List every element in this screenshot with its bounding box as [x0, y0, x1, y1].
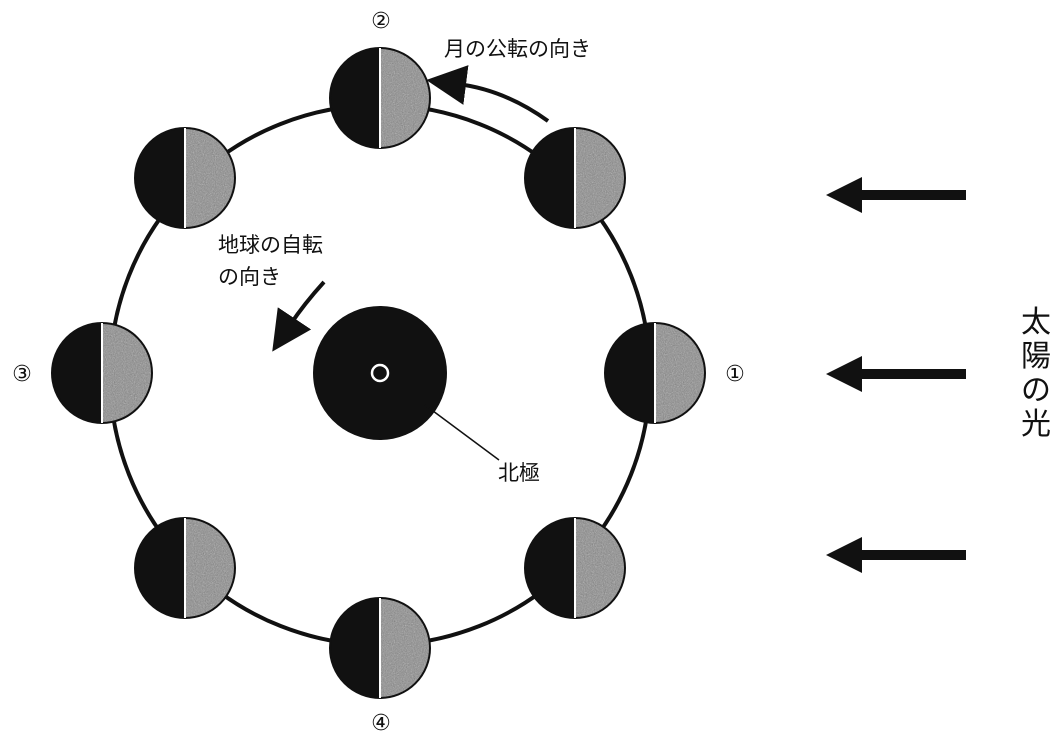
moon-east-south [524, 517, 626, 619]
rotation-direction-arrow [272, 280, 326, 352]
moon-lit-texture [185, 128, 235, 228]
sunlight-label-char-3: の [1021, 373, 1051, 408]
moon-lit-texture [575, 518, 625, 618]
moon-position-2 [329, 47, 431, 149]
moon-east-north [524, 127, 626, 229]
moon-lit-texture [102, 323, 152, 423]
position-1-label: ① [725, 362, 745, 387]
moon-lit-texture [655, 323, 705, 423]
north-pole-marker [370, 363, 390, 383]
position-3-label: ③ [12, 362, 32, 387]
sunlight-label-char-2: 陽 [1021, 339, 1051, 374]
moons-group [51, 47, 706, 699]
orbit-direction-arrow [426, 65, 550, 123]
orbit-direction-label: 月の公転の向き [444, 37, 591, 61]
moon-dark-half [330, 598, 380, 698]
moon-position-4 [329, 597, 431, 699]
position-2-label: ② [371, 9, 391, 34]
north-pole-label: 北極 [498, 461, 540, 485]
moon-position-3 [51, 322, 153, 424]
moon-lit-texture [380, 48, 430, 148]
sunlight-arrow-middle [826, 356, 966, 392]
moon-position-1 [604, 322, 706, 424]
moon-lit-texture [380, 598, 430, 698]
moon-dark-half [135, 518, 185, 618]
moon-dark-half [525, 128, 575, 228]
moon-dark-half [605, 323, 655, 423]
moon-west-north [134, 127, 236, 229]
sunlight-label-char-1: 太 [1021, 305, 1051, 340]
moon-lit-texture [185, 518, 235, 618]
sunlight-arrow-top [826, 177, 966, 213]
sunlight-arrow-bottom [826, 537, 966, 573]
moon-west-south [134, 517, 236, 619]
rotation-direction-label-line2: の向き [218, 265, 281, 289]
sunlight-label-char-4: 光 [1021, 407, 1051, 442]
rotation-direction-label-line1: 地球の自転 [218, 233, 323, 257]
moon-dark-half [52, 323, 102, 423]
sunlight-arrows [826, 177, 966, 573]
moon-dark-half [330, 48, 380, 148]
earth [313, 306, 500, 461]
moon-lit-texture [575, 128, 625, 228]
moon-dark-half [135, 128, 185, 228]
moon-dark-half [525, 518, 575, 618]
position-4-label: ④ [371, 711, 391, 736]
north-pole-leader-line [424, 404, 500, 461]
